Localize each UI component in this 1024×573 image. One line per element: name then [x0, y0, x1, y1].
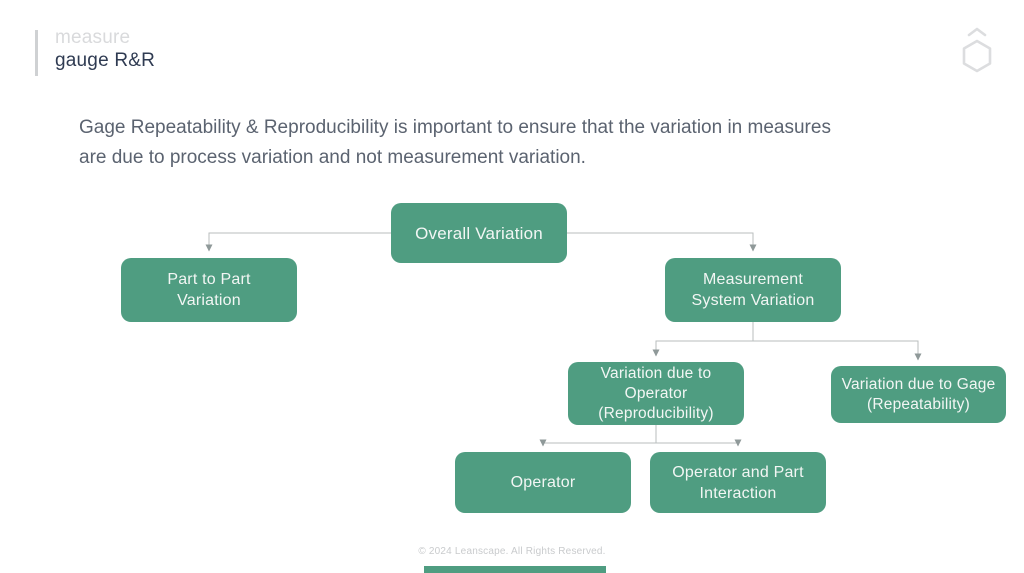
node-operator: Operator — [455, 452, 631, 513]
page-title: gauge R&R — [55, 50, 156, 71]
node-operator-part-interaction: Operator and Part Interaction — [650, 452, 826, 513]
leanscape-logo-icon — [962, 27, 992, 73]
intro-paragraph: Gage Repeatability & Reproducibility is … — [79, 117, 831, 168]
node-measurement-system-variation: Measurement System Variation — [665, 258, 841, 322]
slide-progress-bar — [424, 566, 606, 573]
header-accent-bar — [35, 30, 38, 76]
node-variation-due-to-gage: Variation due to Gage (Repeatability) — [831, 366, 1006, 423]
copyright-text: © 2024 Leanscape. All Rights Reserved. — [418, 546, 606, 557]
node-overall-variation: Overall Variation — [391, 203, 567, 263]
node-variation-due-to-operator: Variation due to Operator (Reproducibili… — [568, 362, 744, 425]
slide-kicker: measure — [55, 27, 131, 48]
node-part-to-part-variation: Part to Part Variation — [121, 258, 297, 322]
